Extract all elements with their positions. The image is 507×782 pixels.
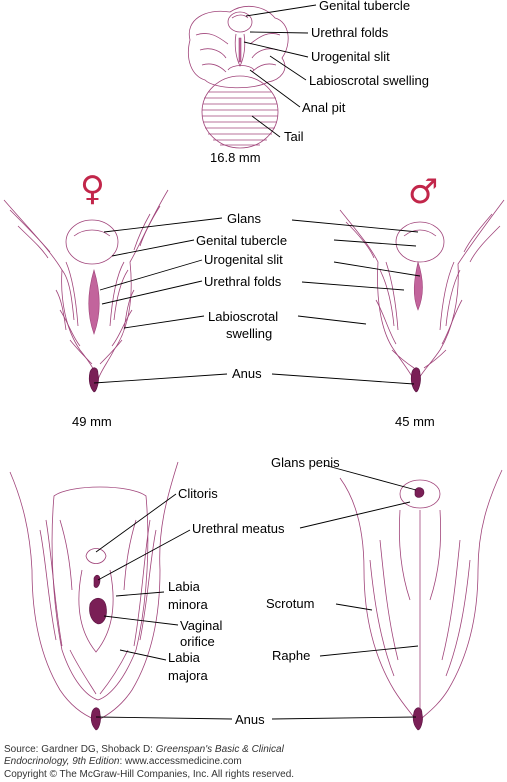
male-symbol-icon: ♂ — [408, 172, 438, 212]
middle-leader-lines — [93, 217, 421, 385]
female-49mm-illustration — [3, 189, 169, 393]
bottom-leader-lines — [95, 464, 419, 720]
label-urethral-folds-mid: Urethral folds — [204, 274, 282, 289]
label-genital-tubercle-top: Genital tubercle — [319, 0, 410, 13]
male-bottom-illustration — [339, 469, 503, 731]
size-male: 45 mm — [395, 414, 435, 429]
label-anal-pit: Anal pit — [302, 100, 346, 115]
label-labia-majora-1: Labia — [168, 650, 201, 665]
top-indifferent-illustration — [188, 5, 289, 149]
label-urogenital-slit-top: Urogenital slit — [311, 49, 390, 64]
female-symbol-icon: ♀ — [80, 169, 105, 209]
label-glans-penis: Glans penis — [271, 455, 340, 470]
label-labia-majora-2: majora — [168, 668, 209, 683]
label-urethral-meatus: Urethral meatus — [192, 521, 285, 536]
label-clitoris: Clitoris — [178, 486, 218, 501]
male-45mm-illustration — [339, 199, 505, 393]
source-line-2: Endocrinology, 9th Edition: www.accessme… — [4, 756, 242, 767]
source-line-1: Source: Gardner DG, Shoback D: Greenspan… — [4, 744, 284, 755]
label-anus-mid: Anus — [232, 366, 262, 381]
label-glans: Glans — [227, 211, 261, 226]
label-labioscrotal-line1: Labioscrotal — [208, 309, 278, 324]
label-labioscrotal-swelling-top: Labioscrotal swelling — [309, 73, 429, 88]
top-leader-lines — [243, 4, 317, 138]
label-labia-minora-2: minora — [168, 597, 209, 612]
label-urethral-folds-top: Urethral folds — [311, 25, 389, 40]
label-tail: Tail — [284, 129, 304, 144]
label-anus-bottom: Anus — [235, 712, 265, 727]
label-scrotum: Scrotum — [266, 596, 314, 611]
label-raphe: Raphe — [272, 648, 310, 663]
label-urogenital-slit-mid: Urogenital slit — [204, 252, 283, 267]
label-labioscrotal-line2: swelling — [226, 326, 272, 341]
size-female: 49 mm — [72, 414, 112, 429]
label-genital-tubercle-mid: Genital tubercle — [196, 233, 287, 248]
label-vaginal-orifice-2: orifice — [180, 634, 215, 649]
female-bottom-illustration — [9, 461, 179, 731]
label-labia-minora-1: Labia — [168, 579, 201, 594]
label-vaginal-orifice-1: Vaginal — [180, 618, 223, 633]
size-top: 16.8 mm — [210, 150, 261, 165]
copyright-line: Copyright © The McGraw-Hill Companies, I… — [4, 769, 295, 780]
